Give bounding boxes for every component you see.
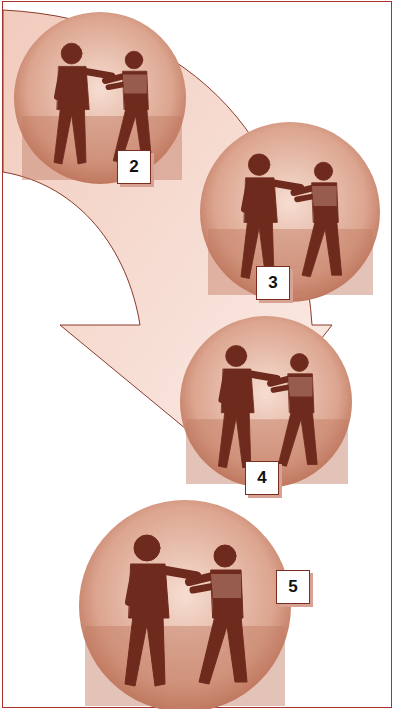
callout-number: 2 <box>117 150 151 184</box>
photo-circle <box>79 500 291 709</box>
callout-number: 4 <box>245 461 279 495</box>
callout-number: 5 <box>276 570 310 604</box>
photo-circle <box>200 122 380 302</box>
photo-circle <box>14 12 186 184</box>
callout-number: 3 <box>256 266 290 300</box>
